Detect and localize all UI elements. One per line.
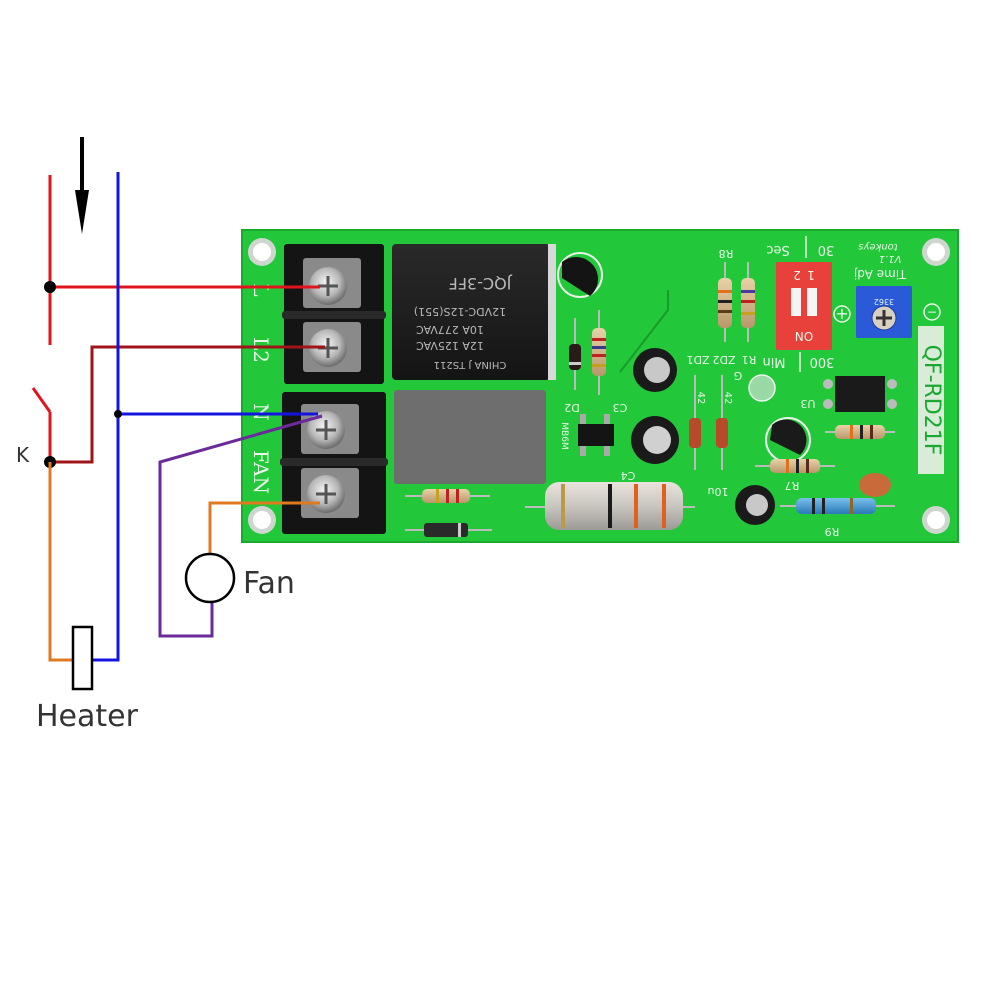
mounting-hole: [248, 238, 276, 266]
switch-k-label: K: [16, 443, 30, 467]
resistor: [825, 425, 895, 439]
heater-label: Heater: [36, 699, 139, 734]
silk-u3: U3: [800, 397, 815, 410]
fan-label: Fan: [243, 566, 295, 601]
silk-r9: R9: [825, 525, 840, 538]
switch-k-blade: [31, 387, 52, 413]
junction-dot: [44, 281, 56, 293]
resistor: [592, 310, 606, 395]
mounting-hole: [922, 506, 950, 534]
pcb-trace: [619, 290, 669, 373]
time-adjust-potentiometer[interactable]: 3362: [856, 286, 912, 338]
terminal-screw-l[interactable]: [303, 258, 361, 308]
terminal-label-l: L: [249, 283, 273, 296]
zener-zd2: [716, 375, 728, 470]
relay: CHINA J TS211 12A 125VAC 10A 277VAC 12VD…: [392, 244, 556, 380]
silk-c3: C3: [613, 401, 628, 414]
current-direction-arrow-icon: [75, 137, 89, 234]
silk-r7: R7: [785, 479, 800, 492]
silk-r1: R1: [742, 353, 757, 366]
diode: [405, 523, 492, 537]
power-module: [394, 390, 546, 484]
terminal-screw-fan[interactable]: [301, 468, 359, 518]
relay-text-line: 12VDC-12S(551): [414, 305, 506, 318]
resistor-r1: [741, 262, 755, 342]
relay-module-board: L L2 N FAN: [241, 229, 959, 543]
silk-mb6m: MB6M: [559, 422, 569, 449]
fan-symbol-icon: [184, 552, 236, 604]
wiring: [31, 137, 325, 691]
silk-zd1: ZD1: [686, 353, 709, 366]
model-label: QF-RD21F: [919, 345, 944, 456]
resistor: [405, 489, 490, 503]
junction-dot: [114, 410, 122, 418]
pot-label: 3362: [874, 297, 894, 306]
silk-g: G: [734, 369, 743, 382]
neutral-wire: [92, 172, 120, 662]
resistor-r9: [780, 498, 895, 514]
led: [748, 374, 776, 402]
relay-text-line: 12A 125VAC: [416, 339, 484, 352]
time-300-label: 300: [810, 354, 835, 369]
fan-neutral-wire: [158, 414, 323, 638]
silk-cap-value: 10u: [708, 485, 729, 498]
switched-to-l2-wire: [50, 345, 325, 464]
sec-label: Sec: [766, 242, 789, 257]
mounting-hole: [922, 238, 950, 266]
power-resistor: [525, 482, 695, 530]
time-adj-label: Time Adj: [854, 267, 907, 281]
plus-polarity: +: [835, 304, 848, 323]
maker-label: tonkeys: [858, 241, 897, 252]
silk-zener-value: 42: [695, 392, 706, 405]
capacitor-c3: [633, 348, 677, 392]
fan-load-wire: [208, 501, 320, 555]
silk-r8: R8: [719, 247, 734, 260]
silk-zener-value: 42: [722, 392, 733, 405]
zener-zd1: [689, 375, 701, 470]
silk-zd2: ZD2: [712, 353, 735, 366]
ceramic-capacitor: [859, 473, 891, 497]
diode-d2: [569, 318, 581, 390]
relay-model: JQC-3FF: [449, 274, 513, 293]
mounting-hole: [248, 506, 276, 534]
dip-on-label: ON: [795, 329, 813, 343]
terminal-label-n: N: [249, 403, 273, 421]
heater-symbol-icon: [71, 625, 94, 691]
time-30-label: 30: [818, 242, 835, 257]
dip-switch[interactable]: 1 2 ON: [776, 262, 832, 350]
optocoupler-u3: [823, 376, 897, 412]
resistor-r8: [718, 262, 732, 342]
heater-load-wire: [48, 462, 74, 662]
resistor-r7: [755, 459, 835, 473]
relay-text-line: 10A 277VAC: [416, 323, 484, 336]
minus-polarity: −: [927, 305, 937, 319]
version-label: V1.1: [879, 253, 902, 264]
dip-number-2: 2: [793, 268, 801, 282]
silk-c4: C4: [621, 469, 636, 482]
bridge-rectifier: [578, 414, 614, 456]
terminal-screw-n[interactable]: [301, 404, 359, 454]
capacitor-c4: [631, 416, 679, 464]
min-label: Min: [762, 354, 785, 369]
terminal-label-fan: FAN: [249, 450, 273, 494]
relay-text-line: CHINA J TS211: [434, 359, 507, 370]
silk-d2: D2: [564, 401, 579, 414]
capacitor-10u: [735, 485, 775, 525]
terminal-label-l2: L2: [249, 337, 273, 363]
dip-number-1: 1: [807, 268, 815, 282]
transistor: [557, 252, 603, 298]
